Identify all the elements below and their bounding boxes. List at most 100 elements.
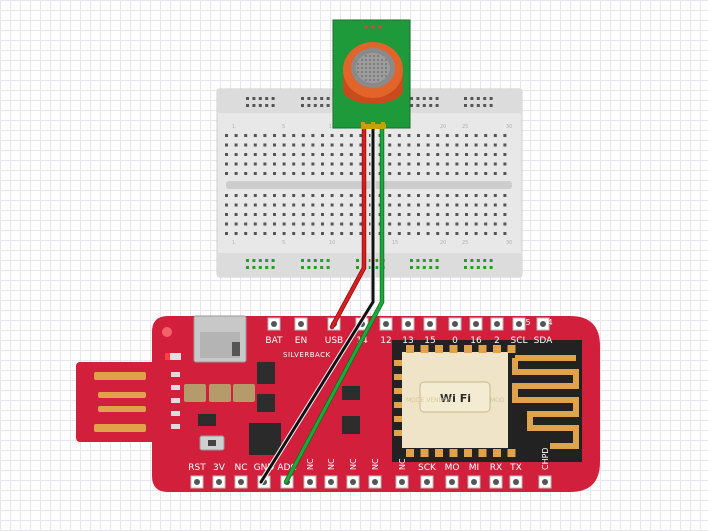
bb-hole — [321, 222, 324, 226]
bb-hole — [330, 213, 334, 216]
bb-hole — [493, 213, 497, 216]
bb-hole — [407, 172, 411, 175]
rail-hole — [429, 266, 433, 269]
bb-hole — [388, 134, 392, 137]
bb-hole — [455, 143, 459, 147]
wire-red-vcc — [330, 125, 366, 329]
bb-hole — [273, 172, 276, 175]
rail-hole — [416, 104, 420, 107]
bb-hole — [445, 172, 449, 175]
bb-col-num-5: 5 — [282, 124, 285, 130]
bb-col-num-25: 25 — [462, 124, 468, 130]
rail-hole — [313, 97, 317, 100]
bb-hole — [282, 172, 286, 175]
rail-hole — [301, 266, 304, 269]
rail-hole — [265, 266, 269, 269]
bb-hole — [474, 172, 478, 175]
rail-hole — [435, 97, 439, 100]
bb-hole — [417, 213, 420, 216]
bb-hole — [244, 153, 248, 156]
bb-hole — [253, 203, 257, 207]
top-pin-label: 15 — [424, 336, 435, 346]
bb-hole — [253, 162, 257, 166]
bb-hole — [340, 162, 344, 166]
bb-hole — [349, 134, 353, 137]
sensor-mesh-dots — [357, 55, 387, 81]
rail-hole — [483, 266, 487, 269]
bb-hole — [465, 194, 468, 197]
bb-hole — [407, 203, 411, 207]
bb-hole — [359, 172, 363, 175]
bb-hole — [263, 203, 267, 207]
bb-hole — [503, 213, 507, 216]
usb-contact — [98, 392, 146, 398]
bottom-pin-label: MO — [445, 463, 460, 473]
bb-hole — [301, 143, 305, 147]
rail-hole — [429, 97, 433, 100]
bb-hole — [445, 203, 449, 207]
bb-hole — [474, 213, 478, 216]
rail-hole — [307, 259, 311, 262]
bb-hole — [292, 232, 296, 235]
bb-hole — [244, 162, 248, 166]
bb-hole — [417, 134, 420, 137]
bb-hole — [445, 153, 449, 156]
sensor-led — [378, 25, 382, 29]
breadboard-center-channel — [226, 181, 512, 189]
bb-hole — [282, 232, 286, 235]
bb-hole — [349, 143, 353, 147]
bb-hole — [234, 222, 238, 226]
bb-hole — [484, 153, 488, 156]
bb-hole — [253, 143, 257, 147]
rail-hole — [307, 104, 311, 107]
sensor-led — [364, 25, 368, 29]
bb-hole — [349, 162, 353, 166]
bb-hole — [417, 153, 420, 156]
rail-hole — [252, 97, 256, 100]
bb-hole — [311, 153, 315, 156]
rail-hole — [435, 266, 439, 269]
bb-hole — [282, 162, 286, 166]
bb-hole — [263, 143, 267, 147]
rail-hole — [464, 259, 467, 262]
bb-hole — [465, 222, 468, 226]
bb-hole — [445, 162, 449, 166]
bb-hole — [244, 213, 248, 216]
bb-hole — [426, 134, 430, 137]
bb-hole — [397, 143, 401, 147]
bb-hole — [417, 203, 420, 207]
bottom-pin-label: NC — [327, 458, 336, 470]
bb-hole — [234, 162, 238, 166]
bottom-pin-label: NC — [371, 458, 380, 470]
bb-hole — [445, 194, 449, 197]
board-brand: SILVERBACK — [283, 351, 331, 359]
bb-hole — [244, 134, 248, 137]
smd-led — [165, 353, 181, 360]
rail-hole — [375, 259, 379, 262]
rail-hole — [483, 97, 487, 100]
bb-hole — [244, 143, 248, 147]
rail-hole — [470, 266, 474, 269]
bb-hole — [484, 162, 488, 166]
bb-hole — [349, 203, 353, 207]
rail-hole — [435, 104, 439, 107]
corner-pin-label: 4 — [547, 318, 552, 327]
bb-hole — [493, 222, 497, 226]
rail-hole — [435, 259, 439, 262]
bb-hole — [340, 203, 344, 207]
rail-hole — [422, 97, 426, 100]
rail-hole — [489, 266, 493, 269]
bb-hole — [417, 232, 420, 235]
bb-hole — [292, 213, 296, 216]
rail-hole — [483, 259, 487, 262]
capacitor — [184, 384, 206, 402]
bb-hole — [349, 153, 353, 156]
bb-hole — [321, 232, 324, 235]
bb-hole — [359, 203, 363, 207]
bb-hole — [321, 203, 324, 207]
rail-hole — [326, 104, 330, 107]
rail-hole — [271, 266, 275, 269]
bb-hole — [359, 162, 363, 166]
bb-hole — [465, 203, 468, 207]
